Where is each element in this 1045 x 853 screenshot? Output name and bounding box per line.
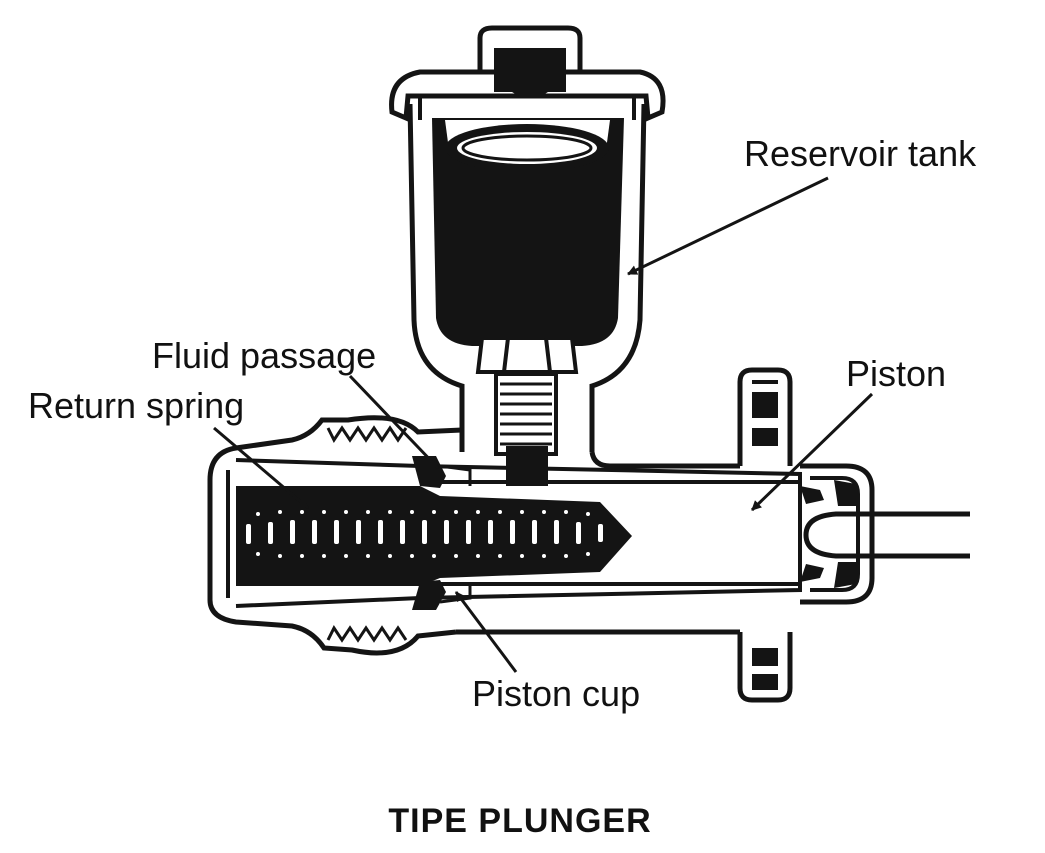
- piston-cup-arrow: [454, 591, 518, 673]
- return-spring-arrow: [213, 426, 309, 510]
- piston: [800, 463, 970, 605]
- return-spring-label: Return spring: [28, 385, 244, 426]
- label-piston: Piston: [750, 353, 946, 512]
- return-spring: [236, 486, 632, 586]
- label-piston-cup: Piston cup: [454, 591, 640, 714]
- cylinder-body: [207, 415, 802, 656]
- fluid-passage-arrow: [348, 374, 440, 470]
- label-reservoir-tank: Reservoir tank: [627, 133, 977, 276]
- label-fluid-passage: Fluid passage: [152, 335, 440, 470]
- mounting-flange: [737, 367, 793, 703]
- piston-cup-label: Piston cup: [472, 673, 640, 714]
- diagram-title: TIPE PLUNGER: [388, 802, 651, 840]
- piston-label: Piston: [846, 353, 946, 394]
- reservoir-tank-label: Reservoir tank: [744, 133, 977, 174]
- fluid-passage-label: Fluid passage: [152, 335, 376, 376]
- reservoir-tank: [389, 25, 666, 486]
- label-return-spring: Return spring: [28, 385, 309, 510]
- piston-arrow: [750, 392, 874, 512]
- reservoir-tank-arrow: [627, 176, 829, 276]
